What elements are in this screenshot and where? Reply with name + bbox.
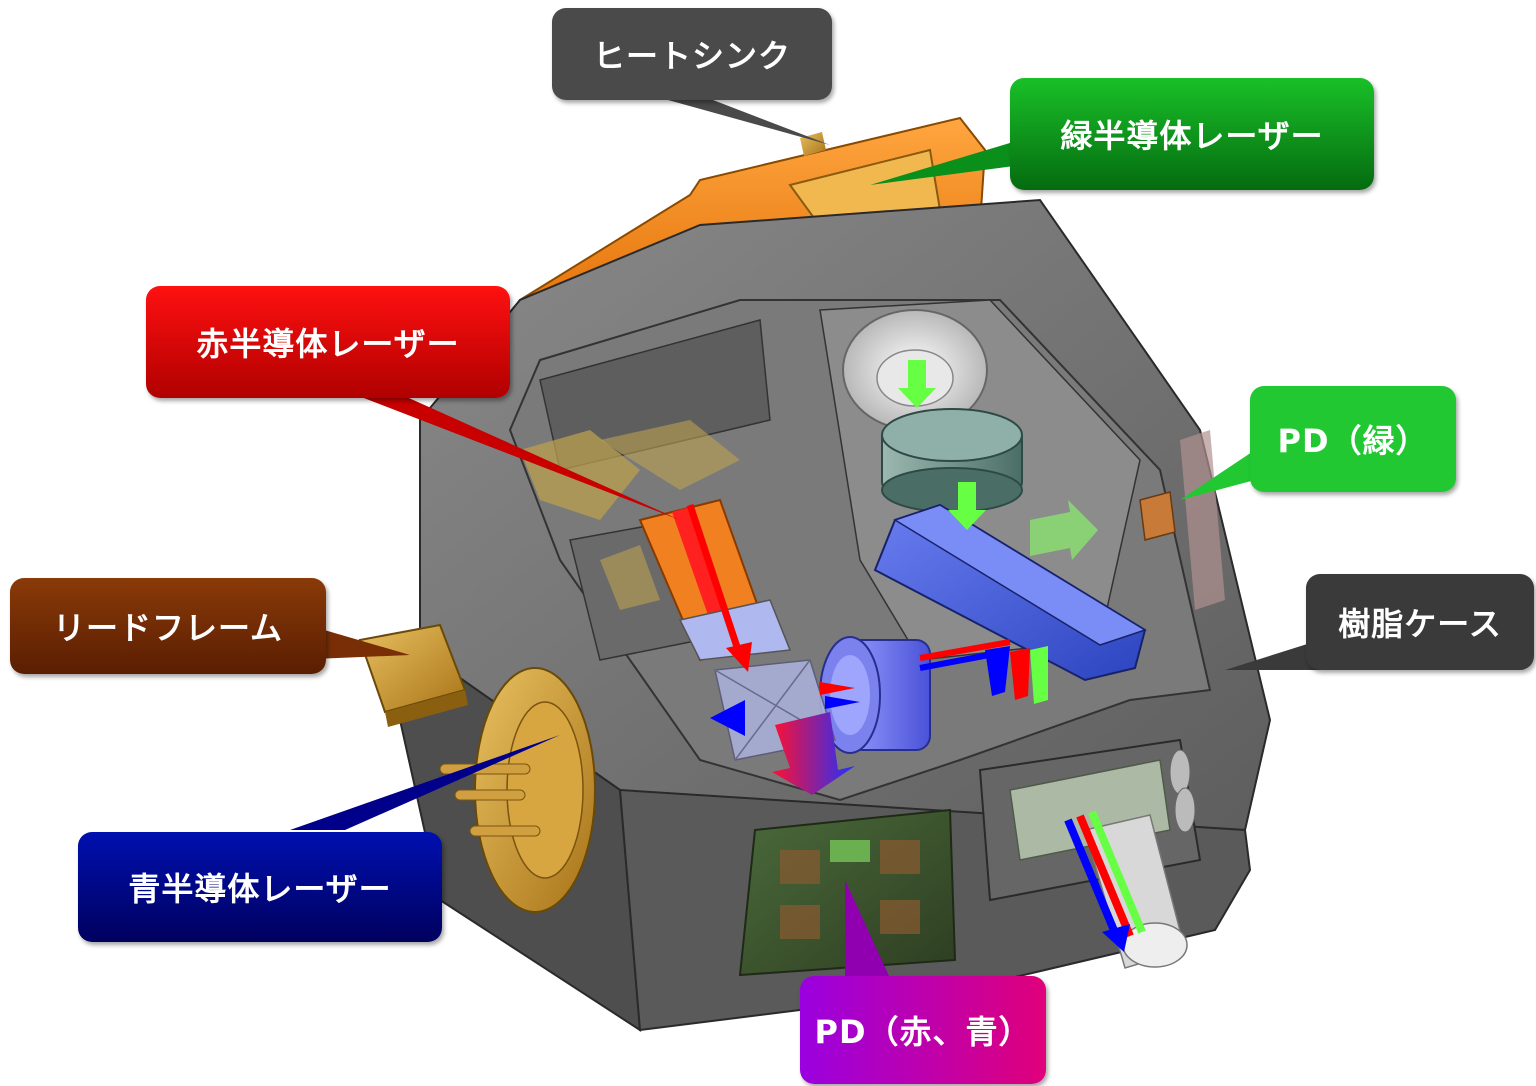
red-laser-label: 赤半導体レーザー (146, 286, 510, 398)
lead-frame-label: リードフレーム (10, 578, 326, 674)
lead-frame-tab (358, 623, 468, 727)
output-port (1009, 749, 1196, 969)
pd-red-blue-label: PD（赤、青） (800, 976, 1046, 1084)
beam-arrows (686, 360, 1146, 952)
blue-laser-can (439, 667, 596, 913)
collimator-lens (819, 636, 931, 754)
green-laser-label: 緑半導体レーザー (1010, 78, 1374, 190)
pd-green-chip (1139, 430, 1225, 610)
resin-case-label: 樹脂ケース (1306, 574, 1534, 670)
dichroic-prism (873, 503, 1147, 682)
heatsink-label: ヒートシンク (552, 8, 832, 100)
blue-laser-label: 青半導体レーザー (78, 832, 442, 942)
pd-green-label: PD（緑） (1250, 386, 1456, 492)
